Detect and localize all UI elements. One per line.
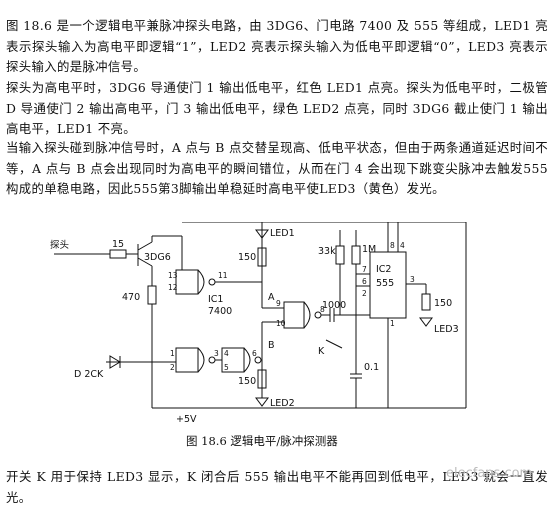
pin-555-2: 2 [362, 289, 367, 298]
label-point-b: B [268, 340, 275, 351]
pin-g4-out: 8 [320, 305, 325, 314]
label-switch-k: K [318, 346, 325, 357]
label-led2: LED2 [270, 398, 295, 409]
pin-g3-in: 4 [224, 349, 229, 358]
pin-g2-in: 1 [170, 349, 175, 358]
pin-g4-in1: 9 [276, 299, 281, 308]
label-probe: 探头 [50, 239, 69, 251]
label-ic1: IC1 [208, 294, 223, 305]
label-led1: LED1 [270, 228, 295, 239]
label-r1m: 1M [362, 244, 376, 255]
watermark: elecfans.com [446, 466, 533, 481]
pin-555-6: 6 [362, 277, 367, 286]
label-point-a: A [268, 292, 275, 303]
pin-g4-in2: 10 [276, 319, 286, 328]
label-r150c: 150 [434, 298, 452, 309]
label-7400: 7400 [208, 306, 232, 317]
label-r33k: 33k [318, 246, 336, 257]
pin-555-8: 8 [390, 241, 395, 250]
paragraph-pulse: 当输入探头碰到脉冲信号时，A 点与 B 点交替呈现高、低电平状态，但由于两条通道… [6, 140, 548, 197]
label-vcc: +5V [176, 414, 197, 425]
pin-g3-in2: 5 [224, 363, 229, 372]
pin-g2-in2: 2 [170, 363, 175, 372]
paragraph-levels: 探头为高电平时，3DG6 导通使门 1 输出低电平，红色 LED1 点亮。探头为… [6, 80, 548, 137]
pin-g1-out: 11 [218, 271, 228, 280]
label-c1000: 1000 [322, 300, 346, 311]
label-r15: 15 [112, 239, 124, 250]
pin-g2-out: 3 [214, 349, 219, 358]
paragraph-intro: 图 18.6 是一个逻辑电平兼脉冲探头电路，由 3DG6、门电路 7400 及 … [6, 18, 548, 75]
circuit-diagram: 探头 15 3DG6 470 150 LED1 150 LED2 IC1 740… [50, 222, 467, 425]
label-r470: 470 [122, 292, 140, 303]
pin-555-4: 4 [400, 241, 405, 250]
label-ic2: IC2 [376, 264, 391, 275]
label-3dg6: 3DG6 [144, 252, 171, 263]
label-r150a: 150 [238, 252, 256, 263]
label-555: 555 [376, 278, 394, 289]
label-c01: 0.1 [364, 362, 379, 373]
pin-g1-in1: 13 [168, 271, 178, 280]
figure-caption: 图 18.6 逻辑电平/脉冲探测器 [186, 434, 338, 448]
label-r150b: 150 [238, 376, 256, 387]
pin-g3-out: 6 [252, 349, 257, 358]
pin-555-3: 3 [410, 275, 415, 284]
label-led3: LED3 [434, 324, 459, 335]
label-diode: D 2CK [74, 369, 104, 380]
pin-g1-in2: 12 [168, 283, 178, 292]
pin-555-7: 7 [362, 265, 367, 274]
pin-555-1: 1 [390, 319, 395, 328]
